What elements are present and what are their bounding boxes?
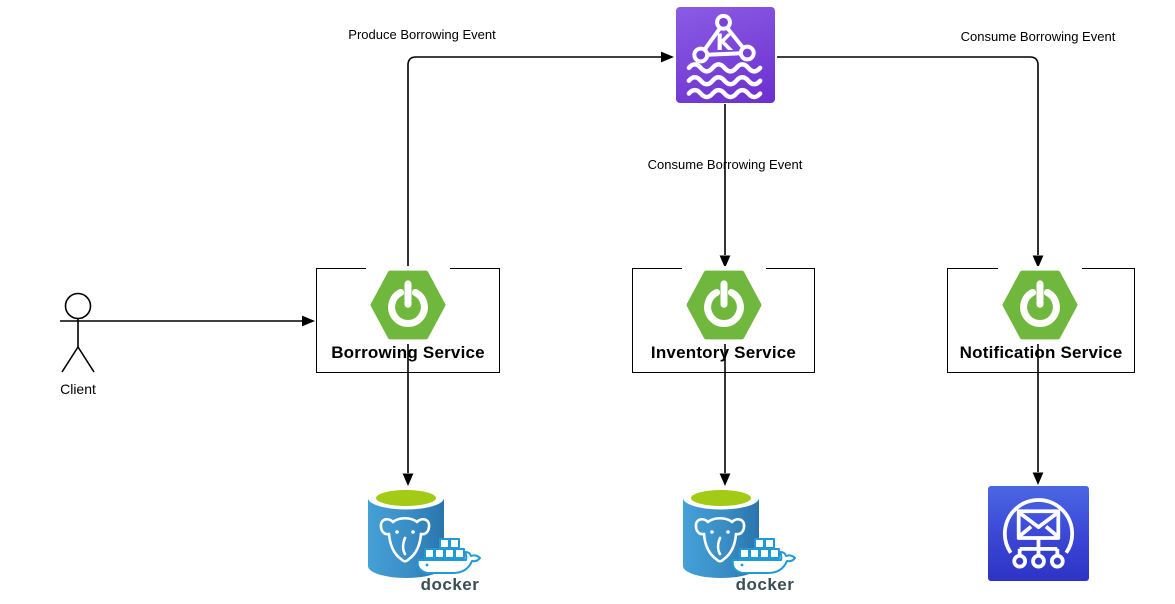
edge-label-consume-notification: Consume Borrowing Event <box>960 29 1116 44</box>
edge-kafka-to-notification <box>777 56 1039 255</box>
spring-boot-icon <box>366 266 450 344</box>
client-label: Client <box>60 381 96 397</box>
edge-borrowing-to-kafka <box>407 56 661 473</box>
spring-boot-icon <box>682 266 766 344</box>
docker-wordmark: docker <box>735 575 795 594</box>
spring-boot-icon <box>998 266 1082 344</box>
edge-label-consume-inventory: Consume Borrowing Event <box>647 157 803 172</box>
client-figure[interactable] <box>61 292 95 373</box>
kafka-letter: K <box>716 31 734 56</box>
service-title-inventory: Inventory Service <box>650 343 797 362</box>
email-notification-icon[interactable] <box>988 486 1089 581</box>
service-title-borrowing: Borrowing Service <box>331 343 485 362</box>
edge-label-produce: Produce Borrowing Event <box>348 27 496 42</box>
docker-icon <box>729 532 801 580</box>
kafka-waves <box>686 62 763 100</box>
docker-wordmark: docker <box>420 575 480 594</box>
postgres-elephant <box>694 516 746 563</box>
docker-icon <box>414 532 486 580</box>
envelope-icon <box>1016 509 1061 540</box>
arrowheads <box>302 51 1044 486</box>
circle-arc <box>1002 498 1075 554</box>
postgres-elephant <box>379 516 431 563</box>
kafka-icon[interactable]: K <box>676 7 775 103</box>
service-title-notification: Notification Service <box>959 343 1123 362</box>
